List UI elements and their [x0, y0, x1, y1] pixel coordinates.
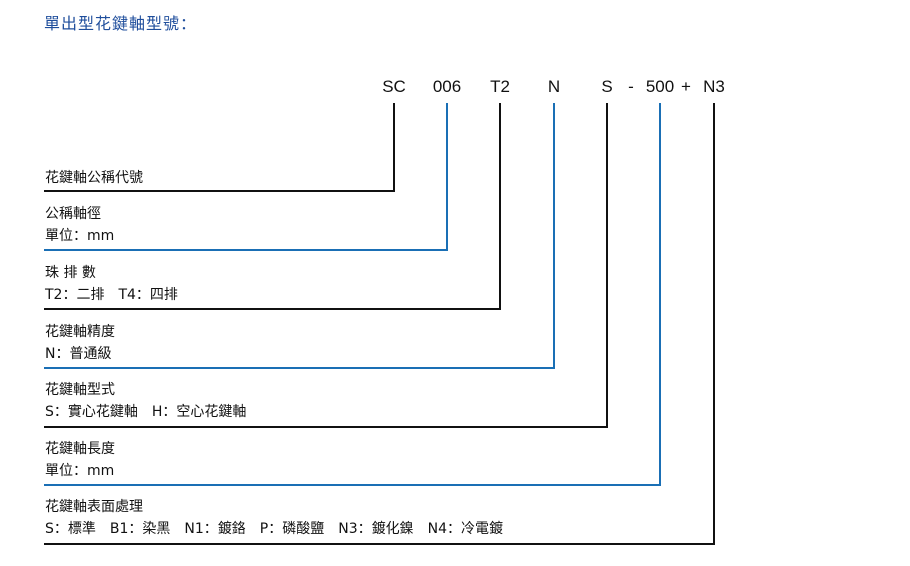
- row-label: 花鍵軸公稱代號: [45, 170, 143, 186]
- row-detail: S：標準 B1：染黑 N1：鍍鉻 P：磷酸鹽 N3：鍍化鎳 N4：冷電鍍: [45, 521, 503, 537]
- connector-sc: [44, 103, 395, 192]
- code-separator-plus: +: [681, 77, 691, 96]
- row-detail: N：普通級: [45, 346, 112, 362]
- connector-length: [44, 103, 661, 486]
- connector-surface: [44, 103, 715, 545]
- code-separator-dash: -: [628, 77, 634, 96]
- connector-precision: [44, 103, 555, 369]
- row-detail: S：實心花鍵軸 H：空心花鍵軸: [45, 404, 247, 420]
- row-label: 珠 排 數: [45, 265, 96, 281]
- row-diameter: 公稱軸徑 單位：mm: [45, 203, 114, 247]
- row-detail: 單位：mm: [45, 463, 115, 479]
- row-label: 花鍵軸精度: [45, 324, 115, 340]
- code-part-sc: SC: [382, 77, 406, 96]
- row-label: 公稱軸徑: [45, 206, 101, 222]
- code-part-length: 500: [645, 77, 675, 96]
- row-detail: 單位：mm: [45, 228, 115, 244]
- connector-diameter: [44, 103, 448, 251]
- row-surface: 花鍵軸表面處理 S：標準 B1：染黑 N1：鍍鉻 P：磷酸鹽 N3：鍍化鎳 N4…: [45, 496, 503, 540]
- row-ball-rows: 珠 排 數 T2：二排 T4：四排: [45, 262, 178, 306]
- code-part-rows: T2: [490, 77, 510, 96]
- row-label: 花鍵軸表面處理: [45, 499, 143, 515]
- code-part-surface: N3: [703, 77, 725, 96]
- code-part-precision: N: [547, 77, 561, 96]
- row-label: 花鍵軸長度: [45, 441, 115, 457]
- code-part-type: S: [601, 77, 613, 96]
- row-label: 花鍵軸型式: [45, 382, 115, 398]
- diagram-title: 單出型花鍵軸型號：: [44, 14, 198, 33]
- row-detail: T2：二排 T4：四排: [45, 287, 178, 303]
- connector-rows: [44, 103, 501, 310]
- row-length: 花鍵軸長度 單位：mm: [45, 438, 115, 482]
- code-part-diameter: 006: [432, 77, 462, 96]
- connector-type: [44, 103, 608, 428]
- row-nominal-code: 花鍵軸公稱代號: [45, 167, 143, 189]
- row-type: 花鍵軸型式 S：實心花鍵軸 H：空心花鍵軸: [45, 379, 246, 423]
- row-precision: 花鍵軸精度 N：普通級: [45, 321, 115, 365]
